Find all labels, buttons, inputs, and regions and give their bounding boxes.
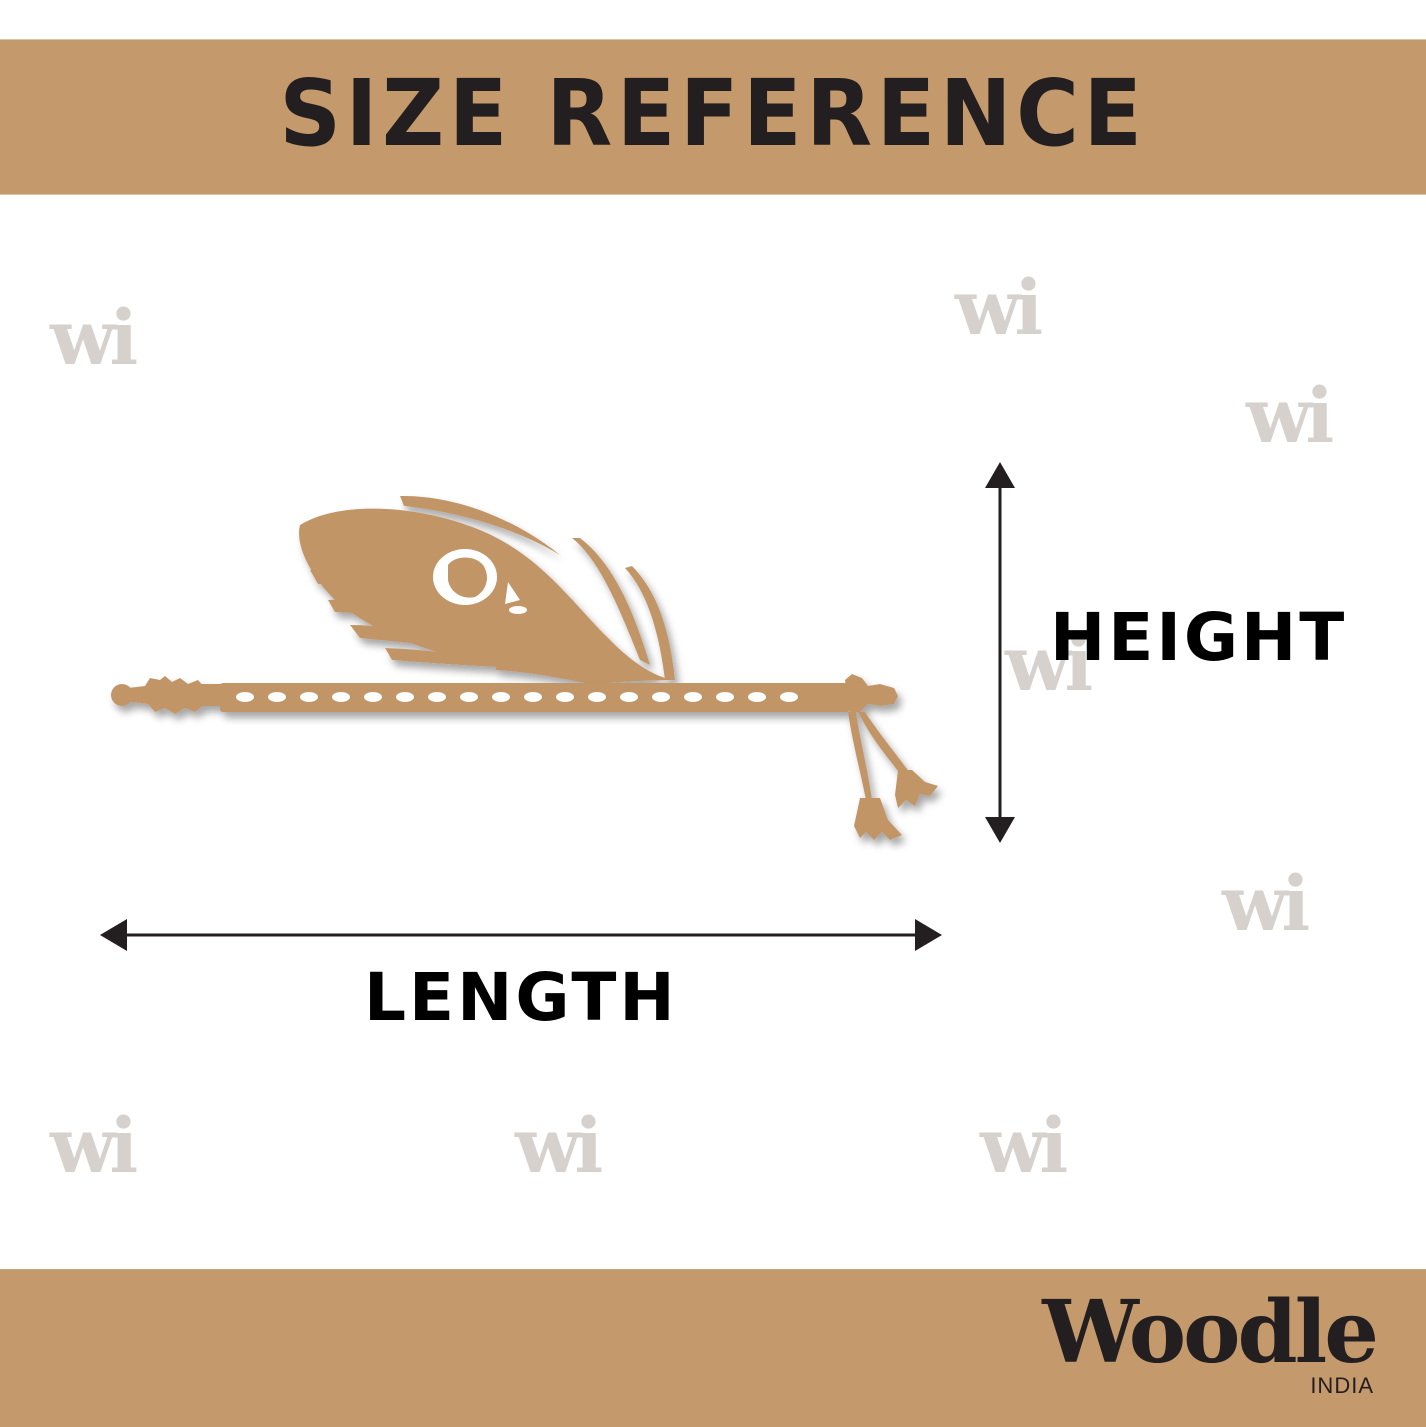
flute-holes: [236, 692, 798, 702]
height-arrow-icon: [985, 462, 1015, 843]
flute-icon: [111, 674, 938, 840]
footer-band: [0, 1269, 1426, 1427]
watermark-logo: wi: [1222, 859, 1310, 948]
watermark-logo: wi: [1005, 619, 1093, 708]
page-title: SIZE REFERENCE: [279, 60, 1147, 167]
peacock-feather-icon: [299, 495, 675, 684]
watermark-logo: wi: [50, 1101, 138, 1190]
watermark-logo: wi: [980, 1101, 1068, 1190]
length-arrow-icon: [100, 919, 942, 951]
watermark-logo: wi: [1246, 371, 1334, 460]
length-label: LENGTH: [364, 959, 678, 1036]
watermark-logo: wi: [50, 293, 138, 382]
header-band: [0, 39, 1426, 195]
watermark-logo: wi: [515, 1101, 603, 1190]
height-label: HEIGHT: [1050, 599, 1348, 676]
brand-logo: Woodle INDIA: [1042, 1282, 1379, 1399]
brand-subtitle: INDIA: [1310, 1373, 1374, 1398]
watermark-logo: wi: [955, 263, 1043, 352]
brand-name: Woodle: [1042, 1282, 1379, 1383]
